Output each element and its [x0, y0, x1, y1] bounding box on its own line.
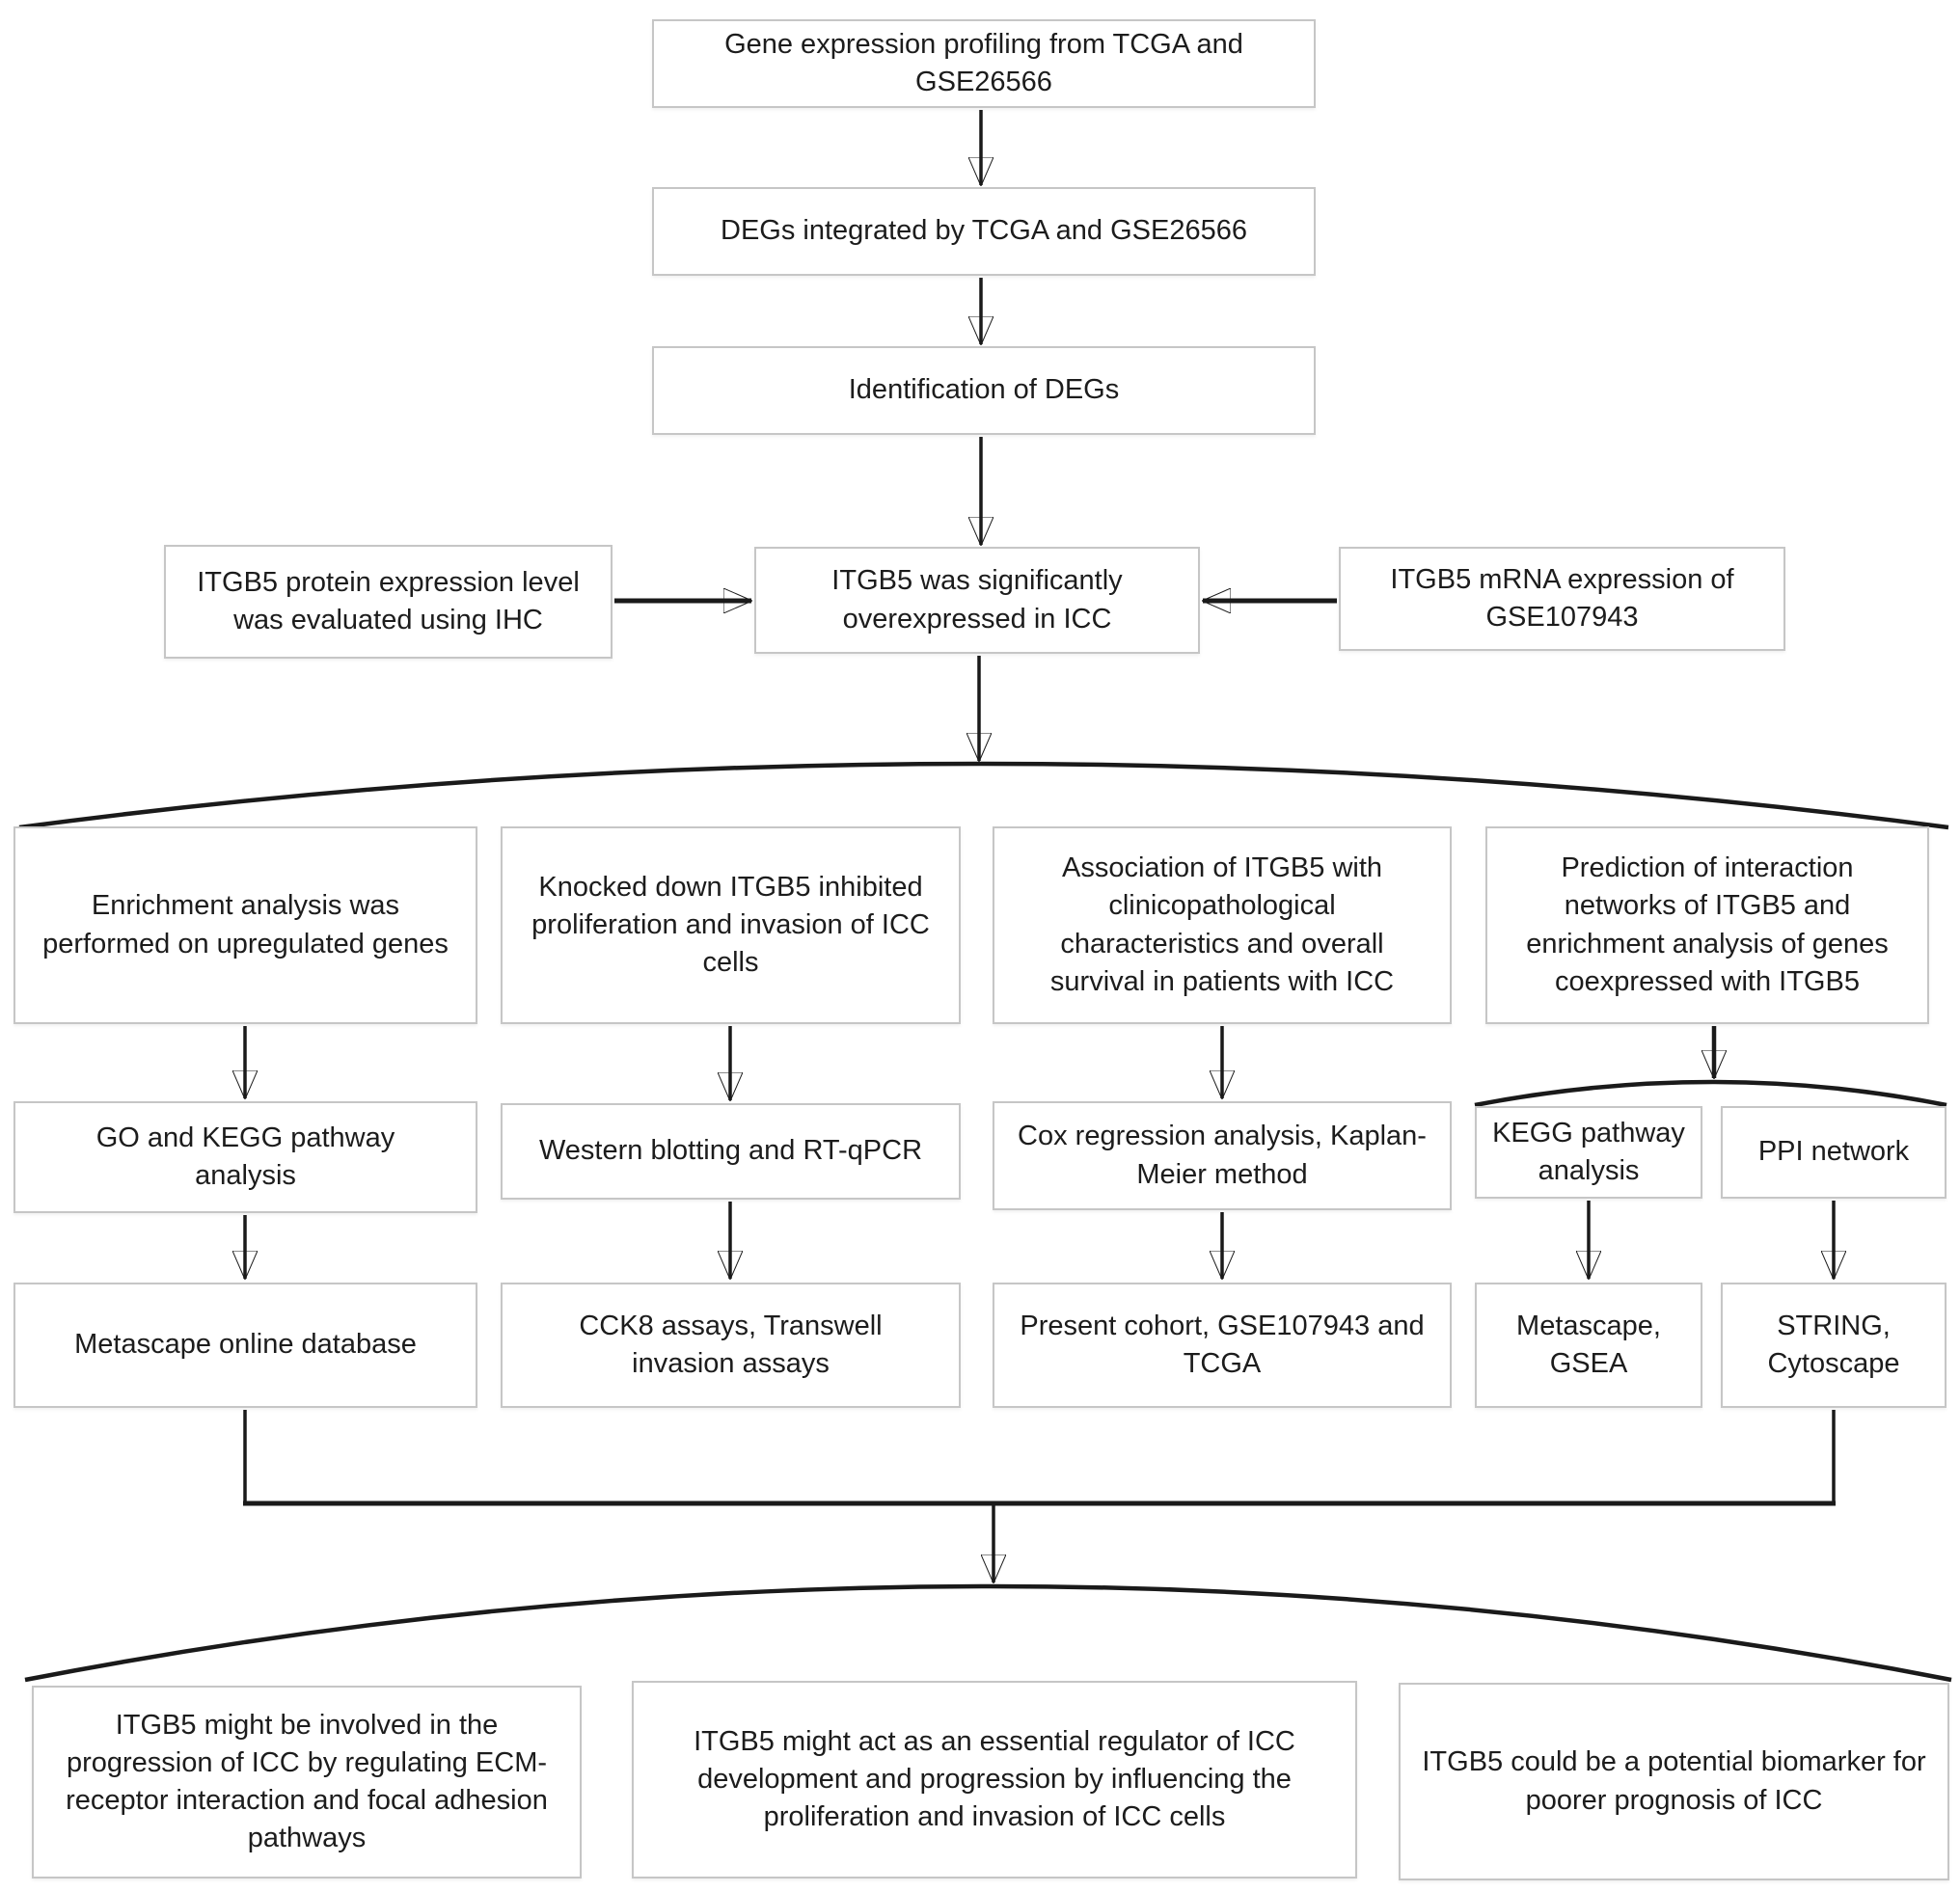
node-label: Prediction of interaction networks of IT…	[1526, 852, 1889, 997]
node-prediction-networks: Prediction of interaction networks of IT…	[1485, 826, 1929, 1024]
node-label: Metascape online database	[74, 1329, 417, 1361]
node-label: STRING, Cytoscape	[1767, 1310, 1900, 1379]
node-label: DEGs integrated by TCGA and GSE26566	[721, 215, 1247, 247]
node-kegg-pathway: KEGG pathway analysis	[1475, 1106, 1702, 1199]
node-label: ITGB5 could be a potential biomarker for…	[1422, 1746, 1926, 1816]
node-cck8-transwell: CCK8 assays, Transwell invasion assays	[501, 1283, 961, 1408]
node-label: ITGB5 might act as an essential regulato…	[694, 1725, 1295, 1833]
node-go-kegg: GO and KEGG pathway analysis	[14, 1101, 477, 1213]
fanout-arc-top	[18, 761, 1949, 830]
node-western-rtqpcr: Western blotting and RT-qPCR	[501, 1103, 961, 1200]
node-label: ITGB5 might be involved in the progressi…	[66, 1709, 548, 1854]
node-present-cohort: Present cohort, GSE107943 and TCGA	[993, 1283, 1452, 1408]
node-string-cytoscape: STRING, Cytoscape	[1721, 1283, 1946, 1408]
node-label: ITGB5 protein expression level was evalu…	[197, 566, 580, 635]
node-conclusion-biomarker: ITGB5 could be a potential biomarker for…	[1399, 1683, 1949, 1880]
node-identification-degs: Identification of DEGs	[652, 346, 1316, 435]
node-label: Knocked down ITGB5 inhibited proliferati…	[531, 871, 930, 979]
node-label: GO and KEGG pathway analysis	[95, 1122, 395, 1191]
node-metascape-db: Metascape online database	[14, 1283, 477, 1408]
node-association-clinico: Association of ITGB5 with clinicopatholo…	[993, 826, 1452, 1024]
node-degs-integrated: DEGs integrated by TCGA and GSE26566	[652, 187, 1316, 276]
node-conclusion-pathways: ITGB5 might be involved in the progressi…	[32, 1686, 582, 1878]
node-label: Cox regression analysis, Kaplan-Meier me…	[1018, 1121, 1427, 1190]
node-label: Identification of DEGs	[848, 374, 1120, 406]
node-knockdown-itgb5: Knocked down ITGB5 inhibited proliferati…	[501, 826, 961, 1024]
node-label: Present cohort, GSE107943 and TCGA	[1020, 1310, 1425, 1379]
node-conclusion-regulator: ITGB5 might act as an essential regulato…	[632, 1681, 1357, 1878]
fanout-arc-prediction	[1474, 1079, 1947, 1108]
node-label: ITGB5 mRNA expression of GSE107943	[1390, 563, 1734, 633]
node-label: Enrichment analysis was performed on upr…	[42, 890, 449, 960]
node-ppi-network: PPI network	[1721, 1106, 1946, 1199]
node-gene-profiling: Gene expression profiling from TCGA and …	[652, 19, 1316, 108]
node-label: PPI network	[1757, 1136, 1910, 1168]
node-label: ITGB5 was significantly overexpressed in…	[831, 565, 1123, 635]
node-label: Gene expression profiling from TCGA and …	[724, 28, 1243, 97]
node-ihc-evaluation: ITGB5 protein expression level was evalu…	[164, 545, 612, 659]
node-cox-km: Cox regression analysis, Kaplan-Meier me…	[993, 1101, 1452, 1210]
node-label: Association of ITGB5 with clinicopatholo…	[1049, 852, 1395, 997]
node-label: KEGG pathway analysis	[1492, 1117, 1685, 1186]
fanout-arc-bottom	[24, 1583, 1952, 1683]
node-mrna-gse107943: ITGB5 mRNA expression of GSE107943	[1339, 547, 1785, 651]
node-enrichment-upregulated: Enrichment analysis was performed on upr…	[14, 826, 477, 1024]
node-itgb5-overexpressed: ITGB5 was significantly overexpressed in…	[754, 547, 1200, 654]
node-label: Western blotting and RT-qPCR	[538, 1135, 923, 1167]
node-metascape-gsea: Metascape, GSEA	[1475, 1283, 1702, 1408]
node-label: CCK8 assays, Transwell invasion assays	[579, 1310, 883, 1379]
node-label: Metascape, GSEA	[1516, 1310, 1661, 1379]
